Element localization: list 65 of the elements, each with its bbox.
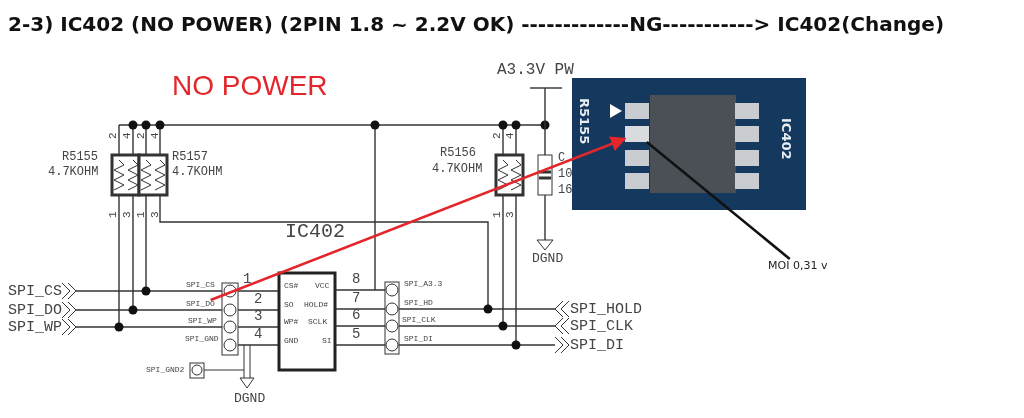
pin-label: SPI_A3.3	[404, 280, 443, 288]
silkscreen-text: IC402	[779, 118, 794, 160]
pin-name: SCLK	[308, 318, 328, 326]
pin-name: CS#	[284, 282, 299, 290]
pin-name: SO	[284, 301, 294, 309]
part-label: R5156	[440, 147, 476, 159]
pin-label: SPI_HD	[404, 299, 433, 307]
pin-label: SPI_CS	[186, 281, 215, 289]
net-label: SPI_WP	[8, 320, 62, 335]
pin-name: WP#	[284, 318, 299, 326]
pin-label: SPI_DI	[404, 335, 433, 343]
value-label: 16	[558, 184, 573, 196]
pin-name: HOLD#	[304, 301, 328, 309]
pin-name: SI	[322, 337, 332, 345]
pin-number: 4	[254, 327, 263, 341]
pin-number: 4	[505, 132, 516, 139]
pin-number: 3	[122, 211, 133, 218]
pin-number: 2	[136, 132, 147, 139]
callout-text: MOI 0,31 v	[768, 259, 828, 272]
warning-text: NO POWER	[172, 72, 328, 100]
solder-pad	[625, 126, 649, 142]
pin-number: 3	[505, 211, 516, 218]
pin-number: 2	[492, 132, 503, 139]
silkscreen-text: R5155	[577, 98, 592, 145]
net-label: SPI_CLK	[570, 319, 633, 334]
pin-label: SPI_CLK	[402, 316, 436, 324]
pin-number: 1	[108, 211, 119, 218]
net-label: SPI_HOLD	[570, 302, 642, 317]
net-label: A3.3V PW	[497, 62, 574, 78]
part-label: C	[558, 152, 566, 164]
pin-label: SPI_DO	[186, 300, 215, 308]
pin-name: VCC	[315, 282, 330, 290]
value-label: 4.7KOHM	[48, 166, 99, 178]
ground-label: DGND	[234, 392, 266, 405]
part-label: R5155	[62, 151, 98, 163]
pin-number: 4	[150, 132, 161, 139]
pin-number: 8	[352, 272, 361, 286]
pin-number: 1	[492, 211, 503, 218]
pin-number: 6	[352, 308, 361, 322]
net-label: SPI_DO	[8, 303, 62, 318]
pin-number: 2	[254, 292, 263, 306]
ground-label: DGND	[532, 252, 564, 265]
pin-number: 1	[243, 272, 252, 286]
pin-number: 3	[254, 309, 263, 323]
board-photo	[572, 78, 806, 210]
net-label: SPI_CS	[8, 284, 62, 299]
pin-label: SPI_GND	[185, 335, 219, 343]
part-label: R5157	[172, 151, 208, 163]
pin-number: 2	[108, 132, 119, 139]
value-label: 10	[558, 168, 573, 180]
value-label: 4.7KOHM	[172, 166, 223, 178]
arrow	[210, 136, 627, 302]
value-label: 4.7KOHM	[432, 163, 483, 175]
title: 2-3) IC402 (NO POWER) (2PIN 1.8 ~ 2.2V OK) -------------NG-----------> IC402(Change)	[8, 12, 944, 36]
pin-number: 4	[122, 132, 133, 139]
pin-number: 5	[352, 327, 361, 341]
pin-label: SPI_GND2	[146, 366, 185, 374]
pin-number: 7	[352, 291, 361, 305]
pin-number: 1	[136, 211, 147, 218]
net-label: SPI_DI	[570, 338, 624, 353]
leader-line	[645, 141, 791, 260]
chip-label: IC402	[285, 222, 345, 242]
pin-number: 3	[150, 211, 161, 218]
pin-name: GND	[284, 337, 299, 345]
pin-label: SPI_WP	[188, 317, 217, 325]
